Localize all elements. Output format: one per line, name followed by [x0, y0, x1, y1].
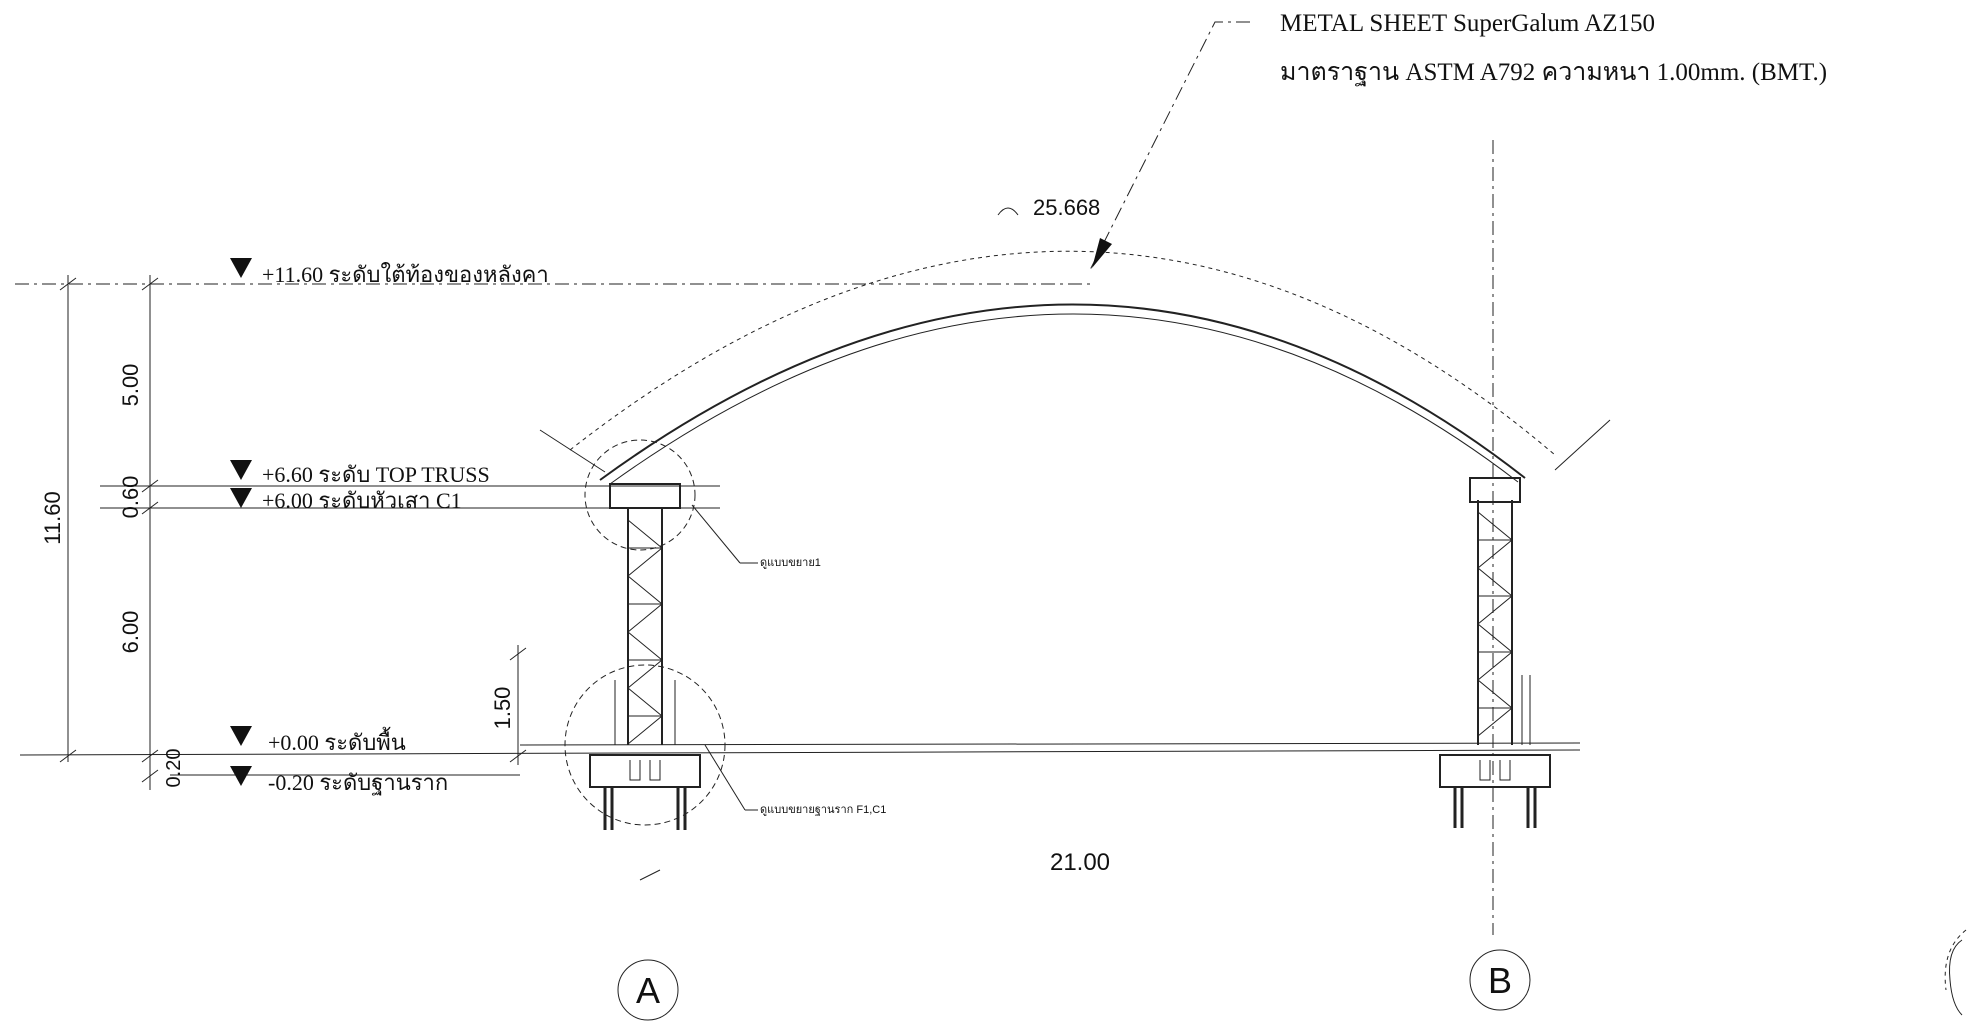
level-marker-top-truss: +6.60 ระดับ TOP TRUSS [230, 460, 490, 487]
grid-bubble-a: A [617, 959, 679, 1021]
level-marker-roof: +11.60 ระดับใต้ท้องของหลังคา [230, 258, 549, 287]
dim-span: 21.00 [1050, 849, 1110, 876]
note-line-1: METAL SHEET SuperGalum AZ150 [1280, 10, 1655, 37]
grid-line-a-tick [639, 869, 661, 881]
level-foundation-text: -0.20 ระดับฐานราก [268, 770, 448, 796]
stamp-fragment [1944, 929, 1967, 1016]
dim-base: 0.20 [163, 749, 185, 788]
dim-truss: 0.60 [118, 476, 143, 519]
dim-upper: 5.00 [118, 364, 143, 407]
column-b [1439, 477, 1551, 828]
column-a [564, 439, 726, 830]
detail-callout-base: ดูแบบขยายฐานราก F1,C1 [704, 744, 886, 816]
dim-pedestal: 1.50 [490, 687, 515, 730]
level-column-top-text: +6.00 ระดับหัวเสา C1 [262, 488, 462, 513]
dim-column: 6.00 [118, 611, 143, 654]
level-marker-column-top: +6.00 ระดับหัวเสา C1 [230, 488, 462, 513]
level-lines [15, 283, 1581, 776]
detail-callout-top-text: ดูแบบขยาย1 [760, 557, 821, 569]
level-top-truss-text: +6.60 ระดับ TOP TRUSS [262, 462, 490, 487]
level-floor-text: +0.00 ระดับพื้น [268, 727, 406, 755]
grid-bubble-b: B [1469, 949, 1531, 1011]
vertical-dimensions [59, 275, 527, 790]
arc-length-text: 25.668 [1033, 195, 1100, 220]
metal-sheet-leader [1089, 21, 1250, 271]
detail-callout-top: ดูแบบขยาย1 [691, 504, 821, 569]
note-line-2: มาตราฐาน ASTM A792 ความหนา 1.00mm. (BMT.… [1280, 59, 1827, 86]
arc-length-dimension: 25.668 [997, 195, 1100, 220]
level-marker-foundation: -0.20 ระดับฐานราก [230, 766, 448, 796]
dim-total: 11.60 [40, 491, 65, 544]
level-marker-floor: +0.00 ระดับพื้น [230, 726, 406, 755]
level-roof-text: +11.60 ระดับใต้ท้องของหลังคา [262, 262, 549, 287]
roof-arch [539, 250, 1611, 485]
grid-label-a: A [636, 970, 660, 1011]
detail-callout-base-text: ดูแบบขยายฐานราก F1,C1 [760, 804, 886, 816]
grid-label-b: B [1488, 960, 1512, 1001]
